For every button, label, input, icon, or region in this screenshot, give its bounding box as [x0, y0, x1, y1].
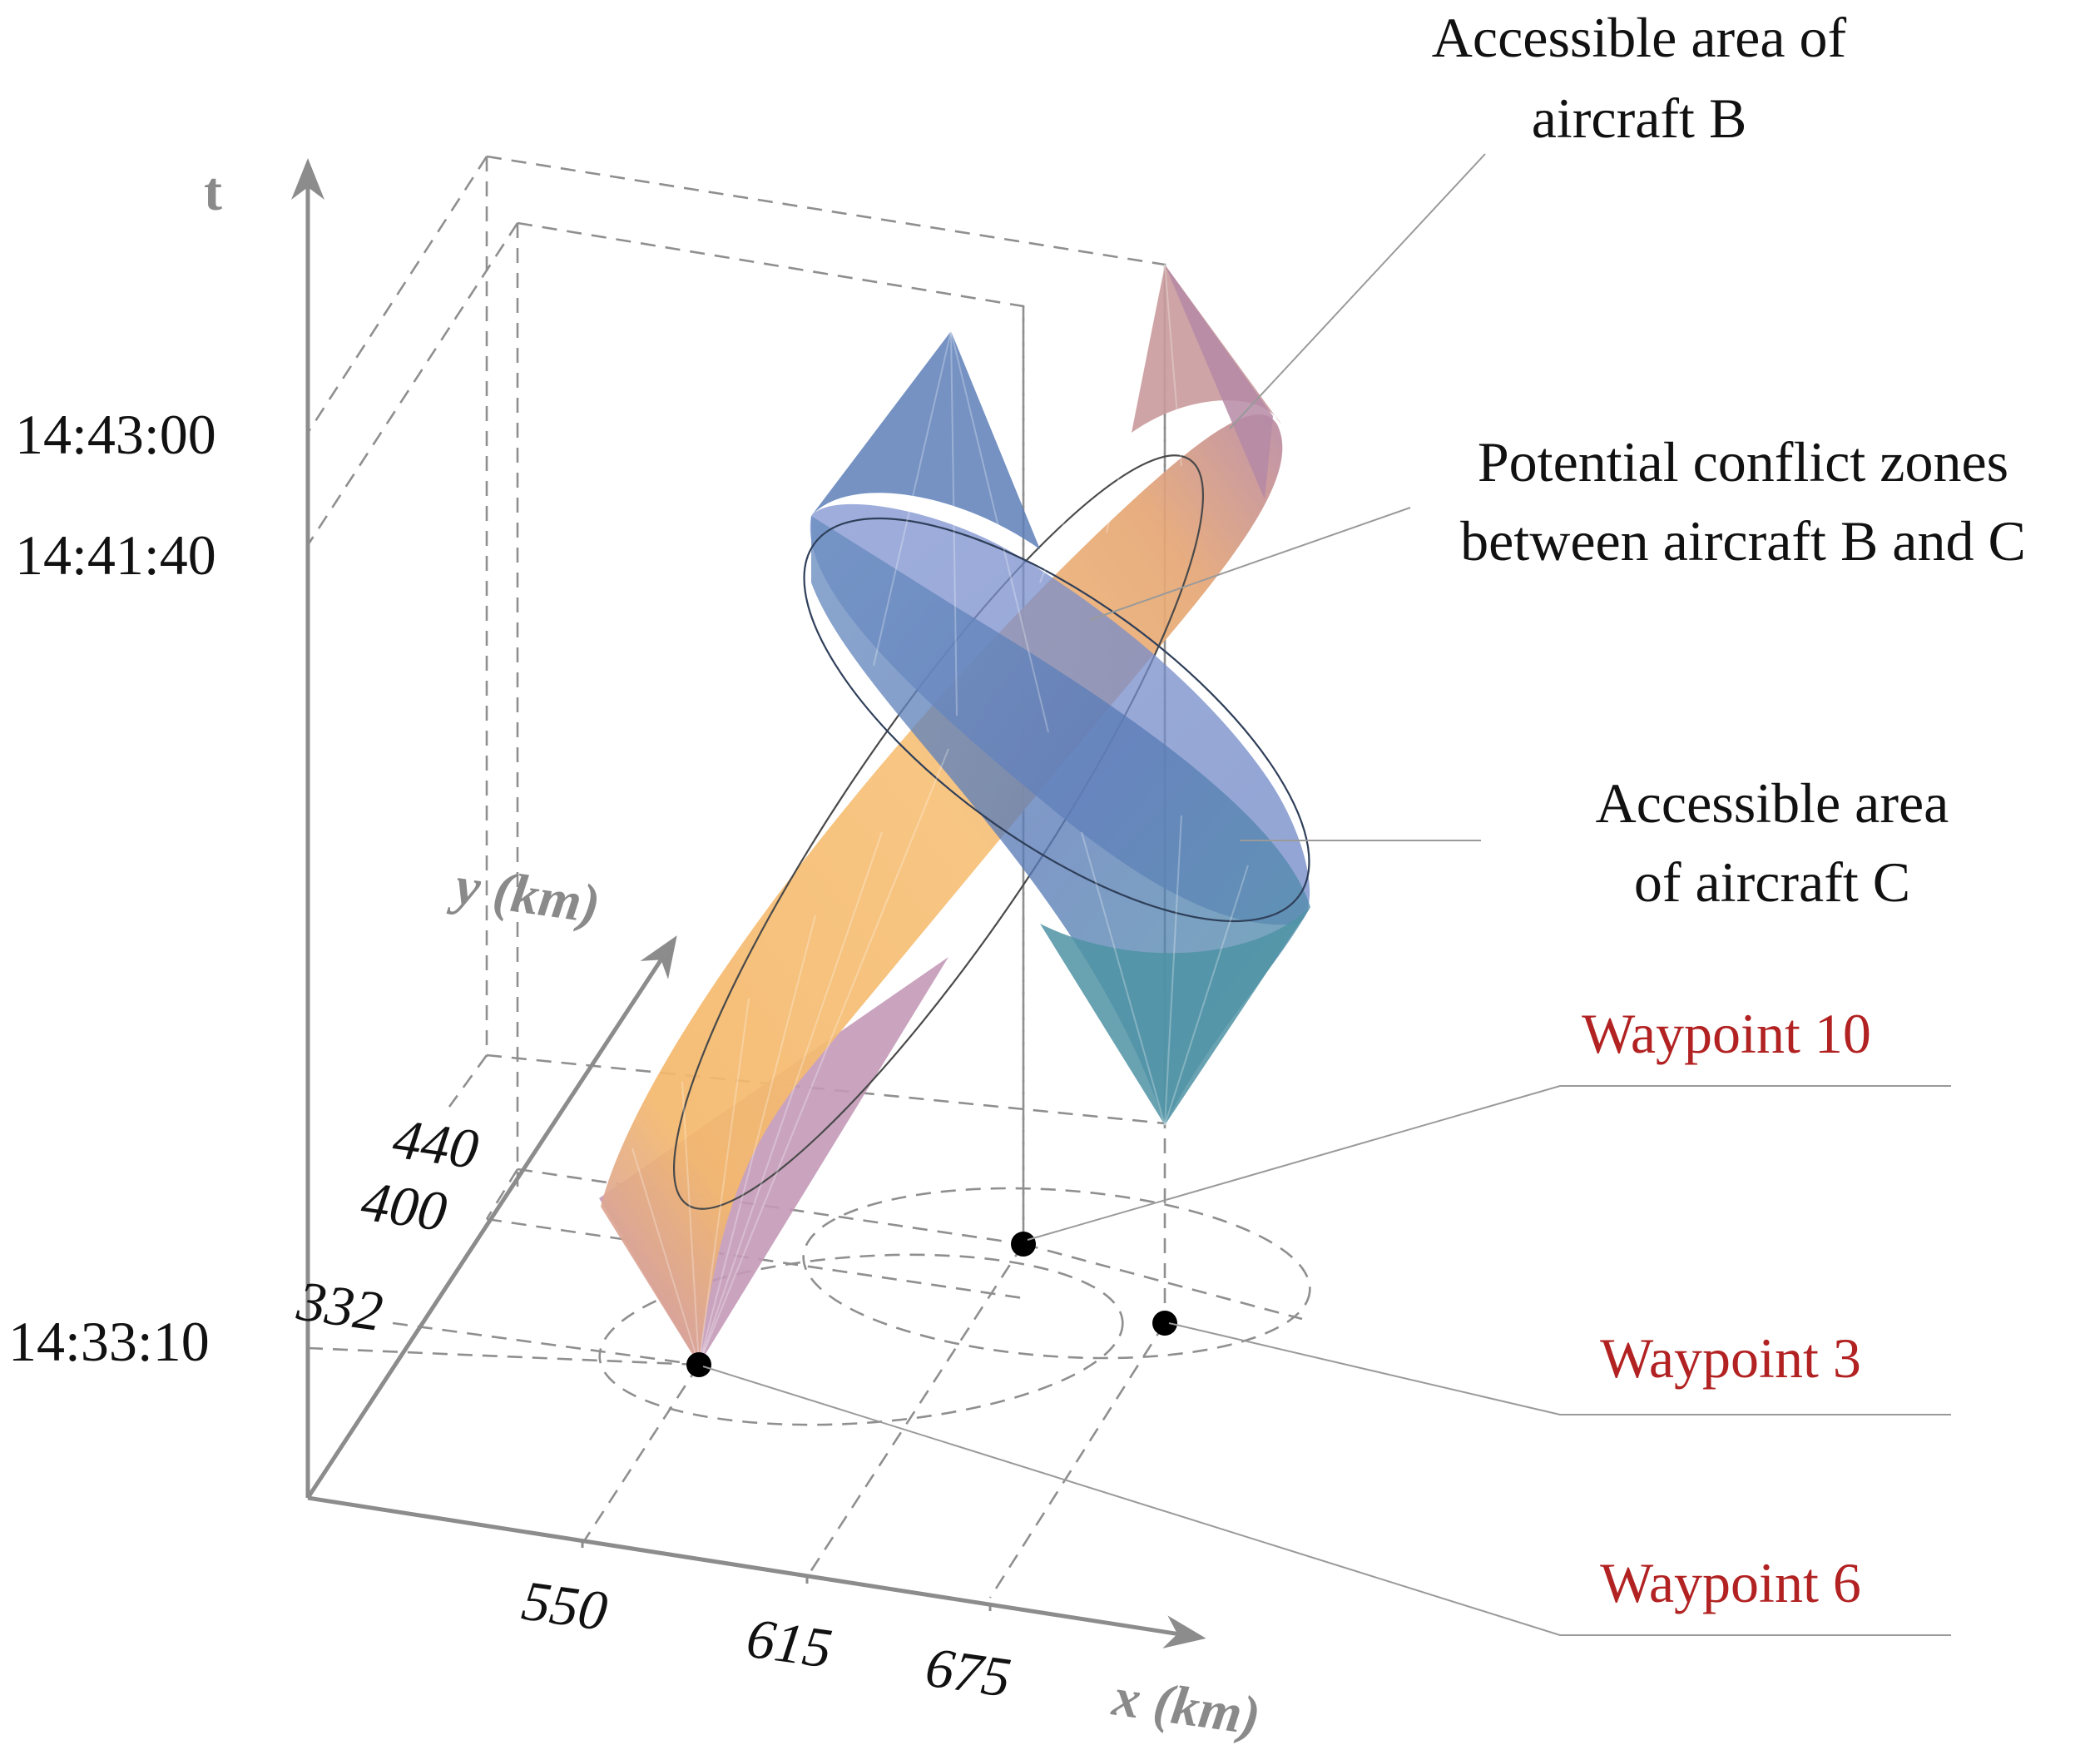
y-tick-440: 440 — [389, 1107, 483, 1181]
x-tick-615: 615 — [743, 1606, 836, 1680]
area-b-label-line1: Accessible area of — [1432, 6, 1847, 69]
y-axis-label: y (km) — [446, 855, 603, 935]
area-b-label-line2: aircraft B — [1532, 87, 1747, 150]
conflict-label-line1: Potential conflict zones — [1478, 430, 2008, 493]
y-tick-332: 332 — [293, 1268, 387, 1343]
x-tick-550: 550 — [518, 1569, 612, 1643]
t-tick-14-33-10: 14:33:10 — [8, 1310, 210, 1373]
conflict-label-line2: between aircraft B and C — [1460, 509, 2026, 573]
area-c-label-line2: of aircraft C — [1634, 850, 1910, 914]
t-tick-14-43-00: 14:43:00 — [15, 403, 216, 466]
base-ellipse-c — [802, 1187, 1311, 1360]
area-c-label-line1: Accessible area — [1596, 771, 1949, 835]
waypoint-6-label: Waypoint 6 — [1600, 1551, 1861, 1614]
waypoint-3-label: Waypoint 3 — [1600, 1326, 1861, 1390]
guide-box — [306, 155, 1303, 1599]
waypoint-10-marker — [1011, 1232, 1036, 1257]
axes — [291, 158, 1206, 1648]
waypoint-3-marker — [1152, 1311, 1177, 1336]
waypoint-10-label: Waypoint 10 — [1582, 1002, 1871, 1065]
x-axis-label: x (km) — [1108, 1666, 1264, 1747]
base-ellipse-b — [598, 1253, 1124, 1426]
t-axis-label: t — [204, 161, 222, 222]
aircraft-c-volume — [803, 331, 1310, 1125]
surface-rulings — [631, 264, 1249, 1366]
t-tick-14-41-40: 14:41:40 — [15, 523, 216, 587]
leader-lines — [702, 153, 1951, 1636]
waypoint-6-marker — [686, 1352, 711, 1377]
y-tick-400: 400 — [358, 1169, 451, 1243]
x-tick-675: 675 — [922, 1635, 1015, 1709]
